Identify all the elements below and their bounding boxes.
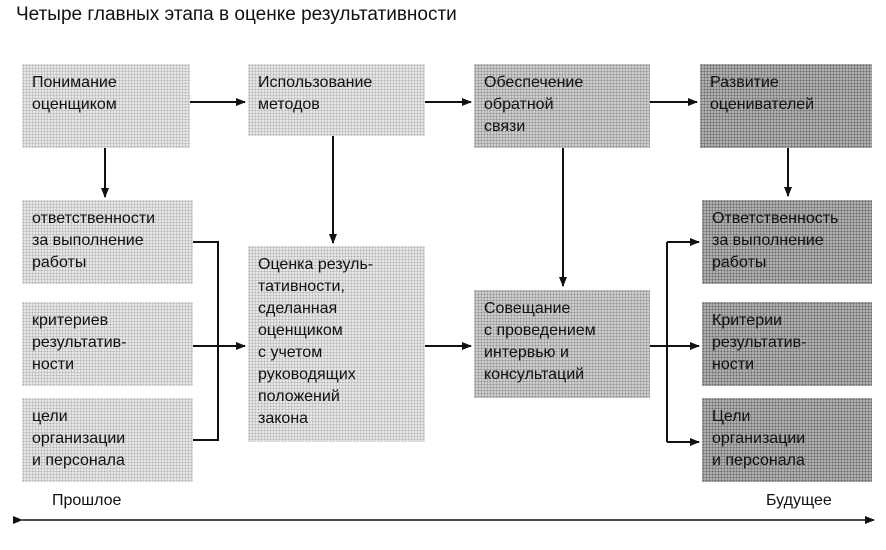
bracket-goals bbox=[193, 346, 219, 441]
diagram-title: Четыре главных этапа в оценке результати… bbox=[16, 4, 457, 25]
box-feedback: Обеспечение обратной связи bbox=[474, 64, 650, 148]
box-responsibilities-future: Ответственность за выполнение работы bbox=[702, 200, 872, 284]
box-criteria-past: критериев результатив- ности bbox=[22, 302, 193, 386]
bracket-responsibilities bbox=[193, 241, 219, 346]
box-methods: Использование методов bbox=[248, 64, 425, 136]
box-goals-past: цели организации и персонала bbox=[22, 398, 193, 482]
box-development: Развитие оценивателей bbox=[700, 64, 872, 148]
box-meeting: Совещание с проведением интервью и консу… bbox=[474, 290, 650, 398]
box-criteria-future: Критерии результатив- ности bbox=[702, 302, 872, 386]
box-responsibilities-past: ответственности за выполнение работы bbox=[22, 200, 193, 284]
box-goals-future: Цели организации и персонала bbox=[702, 398, 872, 482]
box-evaluation: Оценка резуль- тативности, сделанная оце… bbox=[248, 246, 425, 442]
timeline-past-label: Прошлое bbox=[52, 492, 122, 509]
box-understanding: Понимание оценщиком bbox=[22, 64, 190, 148]
timeline-future-label: Будущее bbox=[766, 492, 832, 509]
